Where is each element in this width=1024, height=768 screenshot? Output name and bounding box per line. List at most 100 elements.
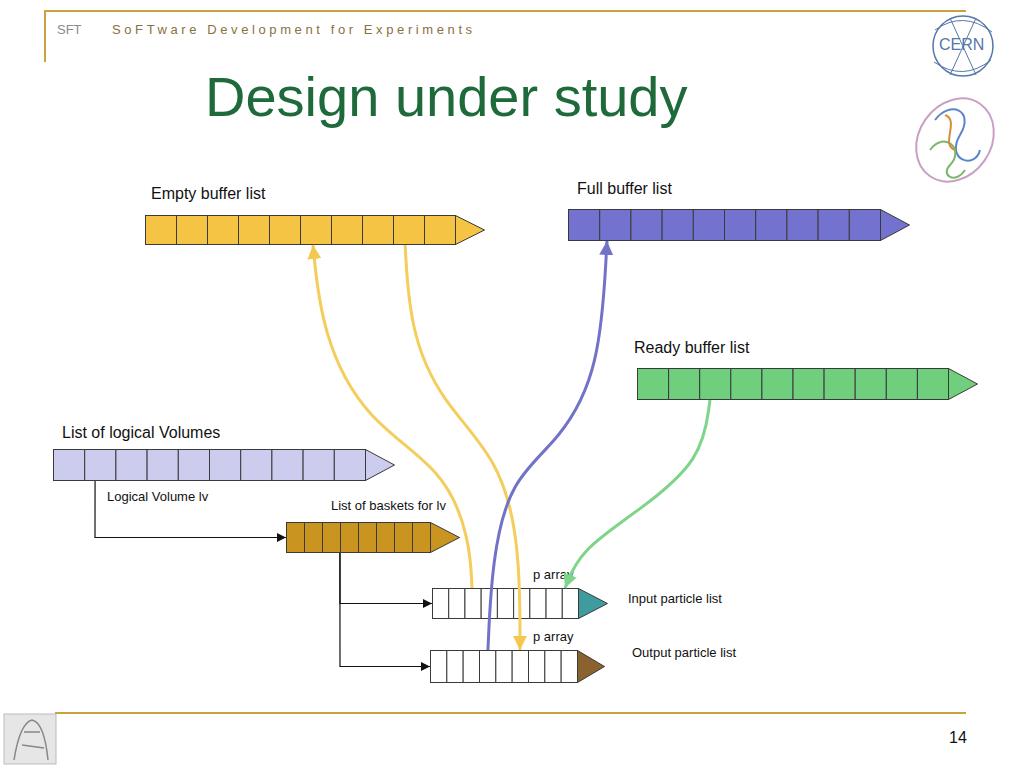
list-arrow-shape bbox=[637, 368, 978, 400]
list-cell bbox=[638, 369, 669, 400]
list-caption: Input particle list bbox=[628, 592, 722, 607]
list-cell bbox=[305, 523, 323, 553]
list-arrow-head bbox=[949, 369, 978, 400]
list-cell bbox=[413, 523, 431, 553]
list-cell bbox=[600, 210, 631, 241]
list-label: List of baskets for lv bbox=[331, 499, 446, 514]
list-arrow-shape bbox=[53, 449, 395, 481]
list-cell bbox=[496, 651, 512, 683]
header-rule bbox=[45, 10, 966, 12]
list-arrow-shape bbox=[286, 522, 460, 553]
list-cell bbox=[301, 216, 332, 245]
list-arrow-shape bbox=[568, 209, 910, 241]
list-cell bbox=[700, 369, 731, 400]
list-cell bbox=[323, 523, 341, 553]
page-number: 14 bbox=[949, 729, 967, 747]
slide-title: Design under study bbox=[205, 64, 688, 129]
list-cell bbox=[425, 216, 456, 245]
list-cell bbox=[85, 450, 116, 481]
buffer-list: Empty buffer list bbox=[145, 215, 485, 245]
header-banner: SoFTware Development for Experiments bbox=[112, 22, 476, 37]
list-cell bbox=[359, 523, 377, 553]
list-cell bbox=[669, 369, 700, 400]
list-cell bbox=[241, 450, 272, 481]
list-cell bbox=[545, 651, 561, 683]
list-label: Full buffer list bbox=[577, 180, 672, 198]
list-cell bbox=[725, 210, 756, 241]
list-cell bbox=[210, 450, 241, 481]
list-arrow-shape bbox=[432, 588, 608, 619]
list-label: List of logical Volumes bbox=[62, 424, 220, 442]
list-caption: Output particle list bbox=[626, 646, 742, 661]
list-cell bbox=[377, 523, 395, 553]
list-arrow-shape bbox=[145, 215, 485, 245]
list-cell bbox=[855, 369, 886, 400]
buffer-list: p arrayInput particle list bbox=[432, 588, 608, 619]
connector bbox=[405, 245, 520, 650]
list-arrow-head bbox=[881, 210, 910, 241]
list-cell bbox=[287, 523, 305, 553]
list-cell bbox=[569, 210, 600, 241]
list-cell bbox=[116, 450, 147, 481]
connector bbox=[95, 481, 286, 538]
list-cell bbox=[849, 210, 880, 241]
list-cell bbox=[208, 216, 239, 245]
list-cell bbox=[433, 589, 449, 619]
list-cell bbox=[303, 450, 334, 481]
cern-logo-ring bbox=[933, 16, 993, 76]
list-cell bbox=[818, 210, 849, 241]
corner-portrait-sketch bbox=[14, 720, 48, 760]
list-arrow-head bbox=[366, 450, 395, 481]
buffer-list: p arrayOutput particle list bbox=[430, 650, 605, 683]
list-cell bbox=[514, 589, 530, 619]
connector bbox=[565, 400, 710, 588]
buffer-list: List of baskets for lv bbox=[286, 522, 460, 553]
list-cell bbox=[662, 210, 693, 241]
list-cell bbox=[270, 216, 301, 245]
list-cell bbox=[793, 369, 824, 400]
list-cell bbox=[431, 651, 447, 683]
buffer-list: List of logical Volumes bbox=[53, 449, 395, 481]
list-cell bbox=[178, 450, 209, 481]
sft-logo-swirl bbox=[945, 115, 955, 150]
list-cell bbox=[546, 589, 562, 619]
list-cell bbox=[529, 651, 545, 683]
list-cell bbox=[463, 651, 479, 683]
list-cell bbox=[497, 589, 513, 619]
list-cell bbox=[272, 450, 303, 481]
list-arrow-head bbox=[579, 589, 608, 619]
list-cell bbox=[762, 369, 793, 400]
list-cell bbox=[395, 523, 413, 553]
list-cell bbox=[449, 589, 465, 619]
corner-portrait bbox=[4, 714, 56, 764]
header-tag: SFT bbox=[57, 22, 82, 37]
list-label: p array bbox=[533, 568, 573, 583]
connector bbox=[488, 241, 607, 650]
list-cell bbox=[787, 210, 818, 241]
list-label: p array bbox=[533, 630, 573, 645]
list-cell bbox=[146, 216, 177, 245]
list-cell bbox=[512, 651, 528, 683]
buffer-list: Full buffer list bbox=[568, 209, 910, 241]
list-cell bbox=[631, 210, 662, 241]
list-cell bbox=[447, 651, 463, 683]
logo-text: CERN bbox=[939, 36, 984, 54]
list-cell bbox=[561, 651, 577, 683]
list-label: Ready buffer list bbox=[634, 339, 749, 357]
list-cell bbox=[239, 216, 270, 245]
cern-logo-lines bbox=[934, 18, 992, 75]
list-arrow-head bbox=[578, 651, 605, 683]
list-cell bbox=[363, 216, 394, 245]
connector bbox=[340, 553, 432, 604]
connector bbox=[340, 553, 430, 667]
list-cell bbox=[562, 589, 578, 619]
list-cell bbox=[465, 589, 481, 619]
list-cell bbox=[177, 216, 208, 245]
list-arrow-head bbox=[456, 216, 485, 245]
list-cell bbox=[886, 369, 917, 400]
list-cell bbox=[824, 369, 855, 400]
sft-logo-swirl bbox=[935, 109, 980, 160]
list-cell bbox=[917, 369, 948, 400]
list-cell bbox=[147, 450, 178, 481]
